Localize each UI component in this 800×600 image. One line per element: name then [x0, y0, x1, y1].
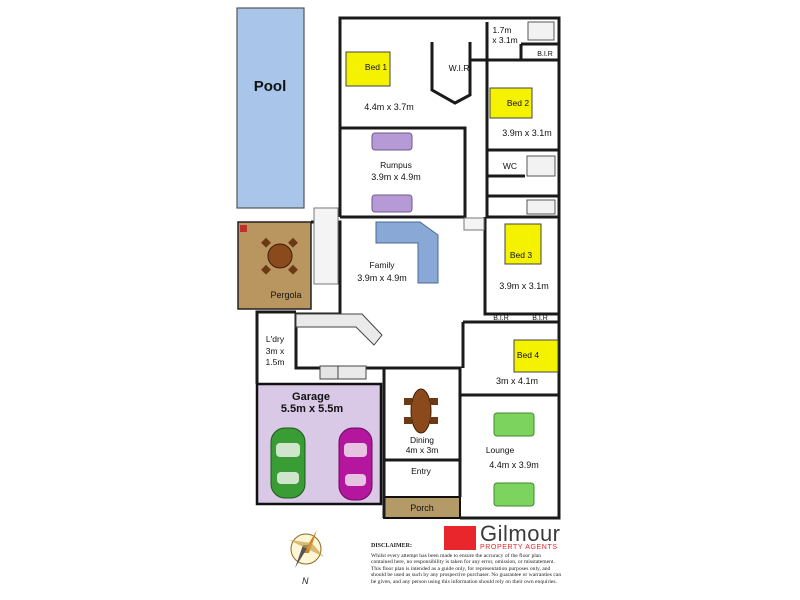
bed-3-title: Bed 3: [510, 250, 532, 260]
laundry-size-2: 1.5m: [266, 357, 285, 367]
wir-label: W.I.R: [449, 63, 470, 73]
bed-4-size: 3m x 4.1m: [496, 376, 538, 386]
family-size: 3.9m x 4.9m: [357, 273, 407, 283]
disclaimer-text: Whilst every attempt has been made to en…: [371, 552, 562, 585]
bed-4: [513, 339, 559, 373]
disclaimer: DISCLAIMER: Whilst every attempt has bee…: [371, 543, 563, 586]
bir-top-label: B.I.R: [537, 51, 553, 58]
lounge-sofa-bottom: [493, 482, 535, 507]
shower-icon: [527, 21, 555, 41]
porch-label: Porch: [410, 503, 434, 513]
steps-left: [313, 207, 339, 285]
dining-size: 4m x 3m: [406, 445, 439, 455]
compass-icon: [289, 530, 324, 568]
bed-4-title: Bed 4: [517, 350, 539, 360]
kitchen-bench-bottom: [337, 365, 367, 380]
family-title: Family: [369, 260, 395, 270]
bath-icon: [526, 199, 556, 215]
pool: [236, 7, 305, 209]
ensuite-size-2: x 3.1m: [492, 35, 518, 45]
rumpus-sofa-bottom: [371, 194, 413, 213]
laundry-size-1: 3m x: [266, 346, 285, 356]
lounge-size: 4.4m x 3.9m: [489, 460, 539, 470]
entry-label: Entry: [411, 466, 432, 476]
dining-table-icon: [261, 237, 298, 275]
rumpus-sofa-top: [371, 132, 413, 151]
steps-right: [463, 217, 485, 231]
kitchen-bench: [295, 313, 383, 346]
disclaimer-heading: DISCLAIMER:: [371, 543, 413, 549]
garage-size: 5.5m x 5.5m: [281, 403, 344, 415]
garage-title: Garage: [292, 391, 330, 403]
wc-label: WC: [503, 161, 517, 171]
bed-1-title: Bed 1: [365, 62, 387, 72]
rumpus-title: Rumpus: [380, 160, 412, 170]
lounge-sofa-top: [493, 412, 535, 437]
brand-tagline: PROPERTY AGENTS: [480, 544, 558, 551]
bed-3: [504, 223, 542, 265]
pool-label: Pool: [254, 78, 287, 95]
stove-icon: [319, 365, 339, 380]
bath-shower-icon: [526, 155, 556, 177]
car-magenta-icon: [338, 427, 373, 501]
bed-1: [345, 51, 391, 87]
bir-right-label: B.I.R: [532, 315, 548, 322]
pergola-label: Pergola: [270, 290, 301, 300]
brand-mark-icon: [444, 526, 476, 550]
bed-3-size: 3.9m x 3.1m: [499, 281, 549, 291]
bed-2-size: 3.9m x 3.1m: [502, 128, 552, 138]
bed-2: [489, 87, 533, 119]
dining-set-icon: [404, 388, 438, 434]
bbq-icon: [240, 225, 247, 232]
brand-logo: Gilmour PROPERTY AGENTS: [444, 521, 561, 551]
ensuite-size-1: 1.7m: [493, 25, 512, 35]
bir-left-label: B.I.R: [493, 315, 509, 322]
lounge-title: Lounge: [486, 445, 515, 455]
car-green-icon: [270, 427, 306, 499]
rumpus-size: 3.9m x 4.9m: [371, 172, 421, 182]
bed-1-size: 4.4m x 3.7m: [364, 102, 414, 112]
brand-name: Gilmour: [480, 521, 561, 546]
compass-north-label: N: [302, 576, 309, 586]
family-sofa-l: [375, 221, 439, 284]
laundry-title: L'dry: [266, 334, 285, 344]
bed-2-title: Bed 2: [507, 98, 529, 108]
dining-title: Dining: [410, 435, 434, 445]
